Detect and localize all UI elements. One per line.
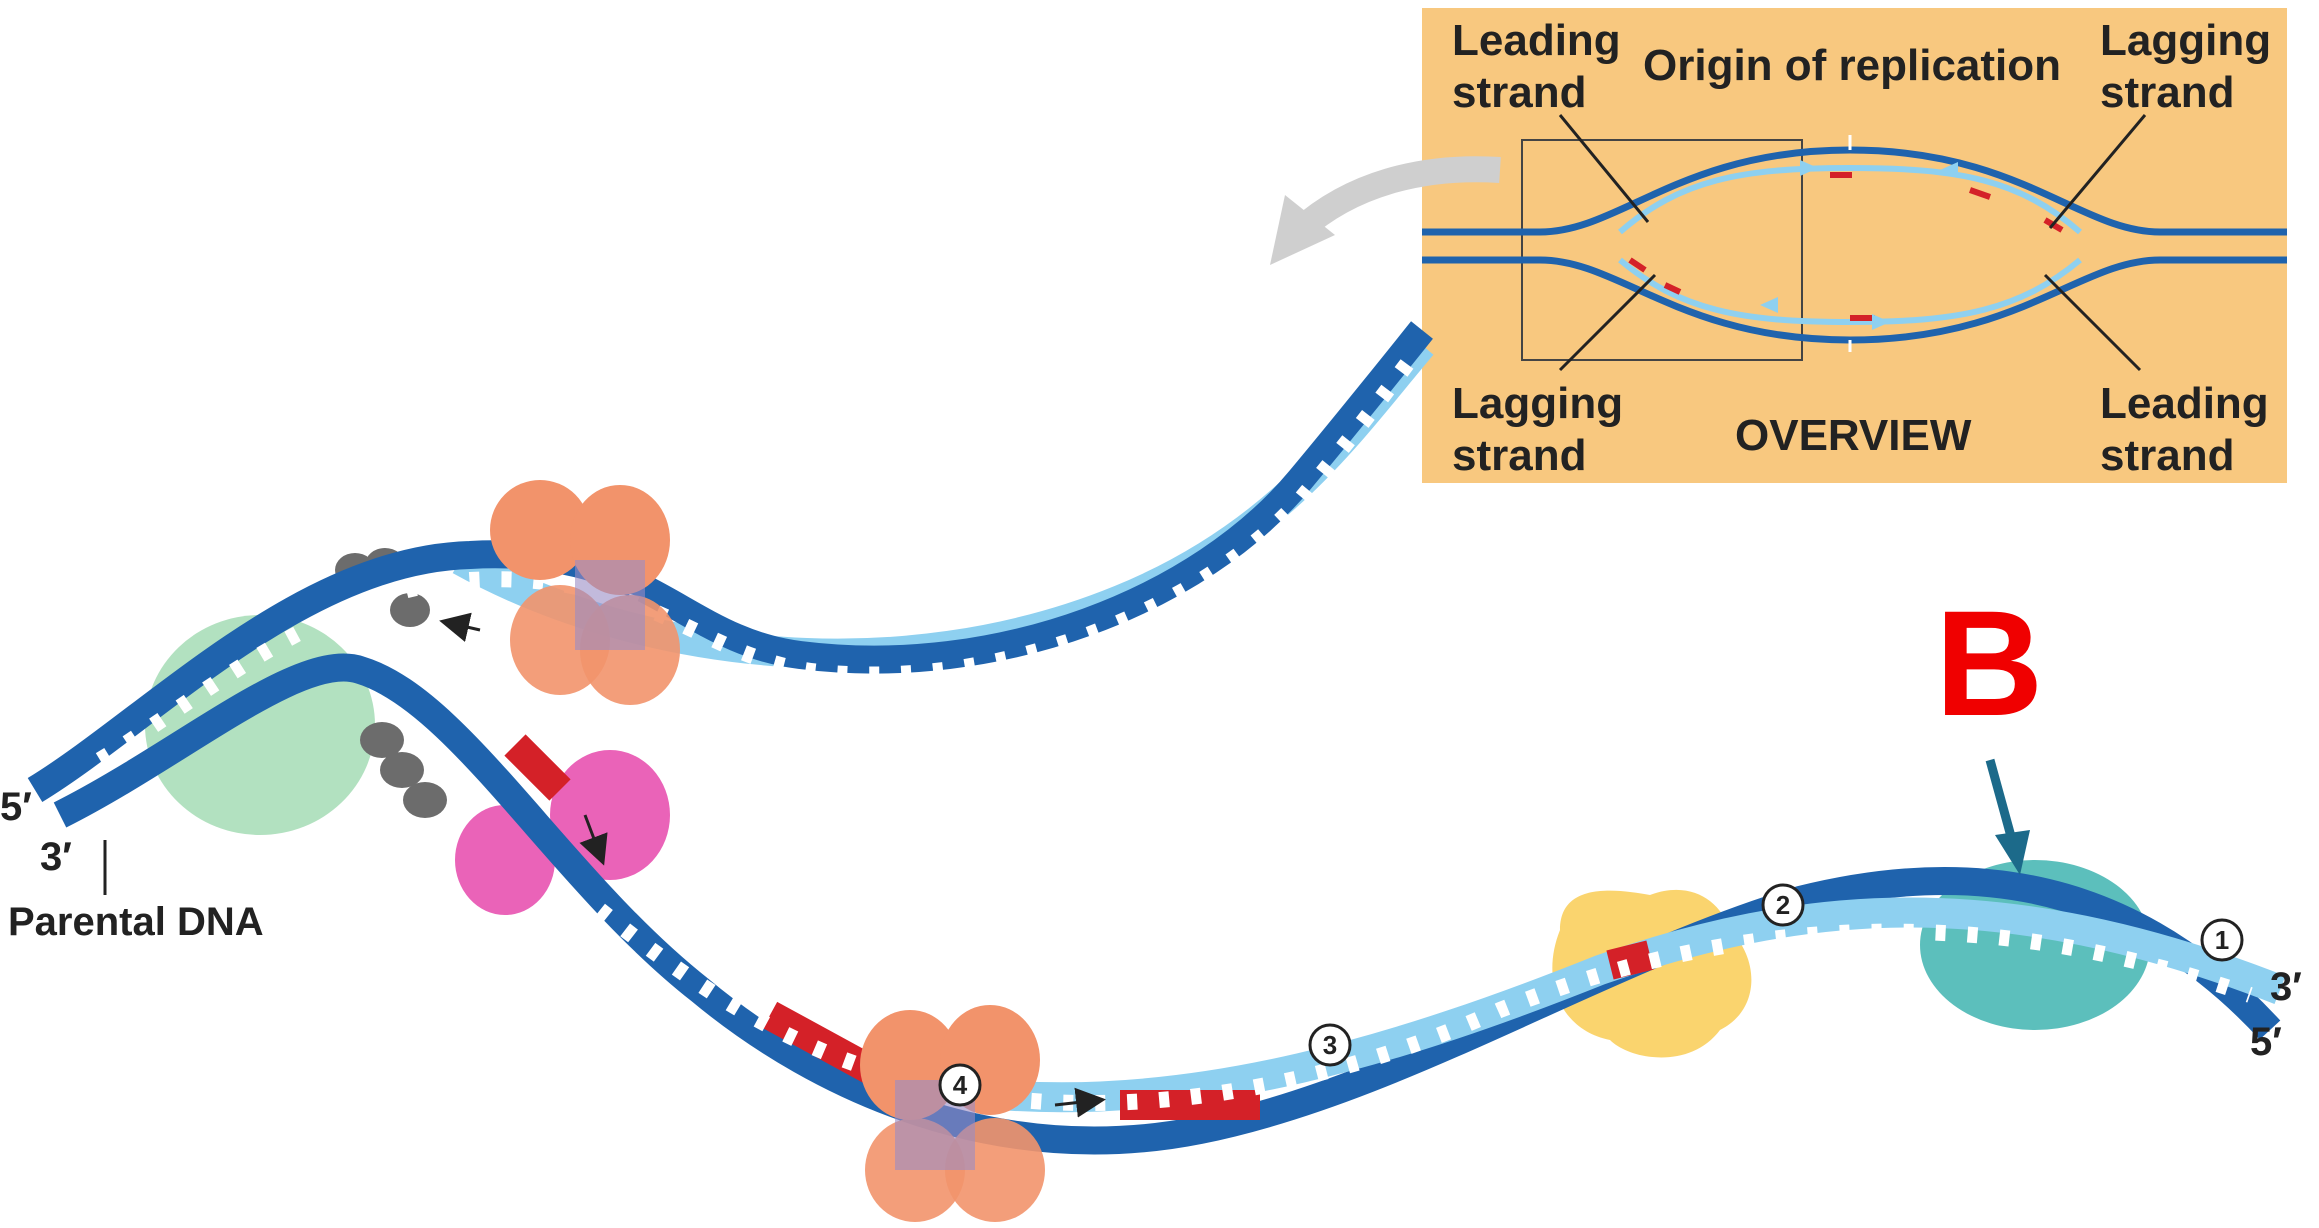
label-parental-dna: Parental DNA (8, 900, 264, 944)
inset-label-origin: Origin of replication (1643, 41, 2061, 90)
zoom-arrow (1291, 156, 1501, 240)
zoom-arrow-head (1270, 195, 1335, 265)
base-rungs-bottom (595, 903, 2253, 1111)
svg-text:3: 3 (1323, 1030, 1337, 1060)
inset-label-lagging-bottom-left-2: strand (1452, 431, 1586, 480)
inset-label-lagging-top-right-1: Lagging (2100, 16, 2271, 65)
inset-background (1422, 8, 2287, 483)
okazaki-primer-right (1606, 940, 1654, 980)
step-4: 4 (938, 1063, 982, 1107)
primer-near-primase (504, 734, 571, 801)
svg-text:4: 4 (953, 1070, 968, 1100)
inset-label-leading-top-left-2: strand (1452, 68, 1586, 117)
inset-label-leading-top-left-1: Leading (1452, 16, 1621, 65)
overview-inset: Leading strand Origin of replication Lag… (1422, 8, 2287, 483)
svg-text:1: 1 (2215, 925, 2229, 955)
svg-text:2: 2 (1776, 890, 1790, 920)
label-right-5-prime: 5′ (2250, 1020, 2282, 1064)
label-right-3-prime: 3′ (2270, 965, 2302, 1009)
marker-label-b: B (1935, 579, 2043, 747)
inset-label-leading-bottom-right-2: strand (2100, 431, 2234, 480)
direction-arrow-bottom (1054, 1087, 1106, 1118)
dna-polymerase-bottom (860, 1005, 1045, 1222)
inset-label-overview: OVERVIEW (1735, 411, 1972, 460)
step-2: 2 (1761, 883, 1805, 927)
label-top-left-5-prime: 5′ (0, 785, 32, 829)
marker-arrow-shaft (1985, 758, 2017, 842)
inset-label-lagging-top-right-2: strand (2100, 68, 2234, 117)
label-top-left-3-prime: 3′ (40, 835, 72, 879)
step-3: 3 (1308, 1023, 1352, 1067)
lagging-new-strand (998, 897, 2286, 1113)
base-rungs-top (95, 355, 1417, 767)
direction-arrow-top (439, 612, 481, 642)
inset-primers (1628, 172, 2064, 321)
inset-top-new-strand (1618, 164, 2082, 235)
step-1: 1 (2200, 918, 2244, 962)
inset-bottom-new-strand (1618, 257, 2082, 326)
marker-arrow-head (1995, 830, 2030, 875)
inset-leader-lines (1558, 114, 2147, 372)
zoom-box (1521, 139, 1803, 361)
inset-direction-arrows (1760, 160, 1958, 330)
inset-label-leading-bottom-right-1: Leading (2100, 379, 2269, 428)
inset-label-lagging-bottom-left-1: Lagging (1452, 379, 1623, 428)
direction-arrow-primase (579, 814, 608, 866)
parental-strand-top (27, 321, 1433, 802)
dna-polymerase-top (490, 480, 680, 705)
